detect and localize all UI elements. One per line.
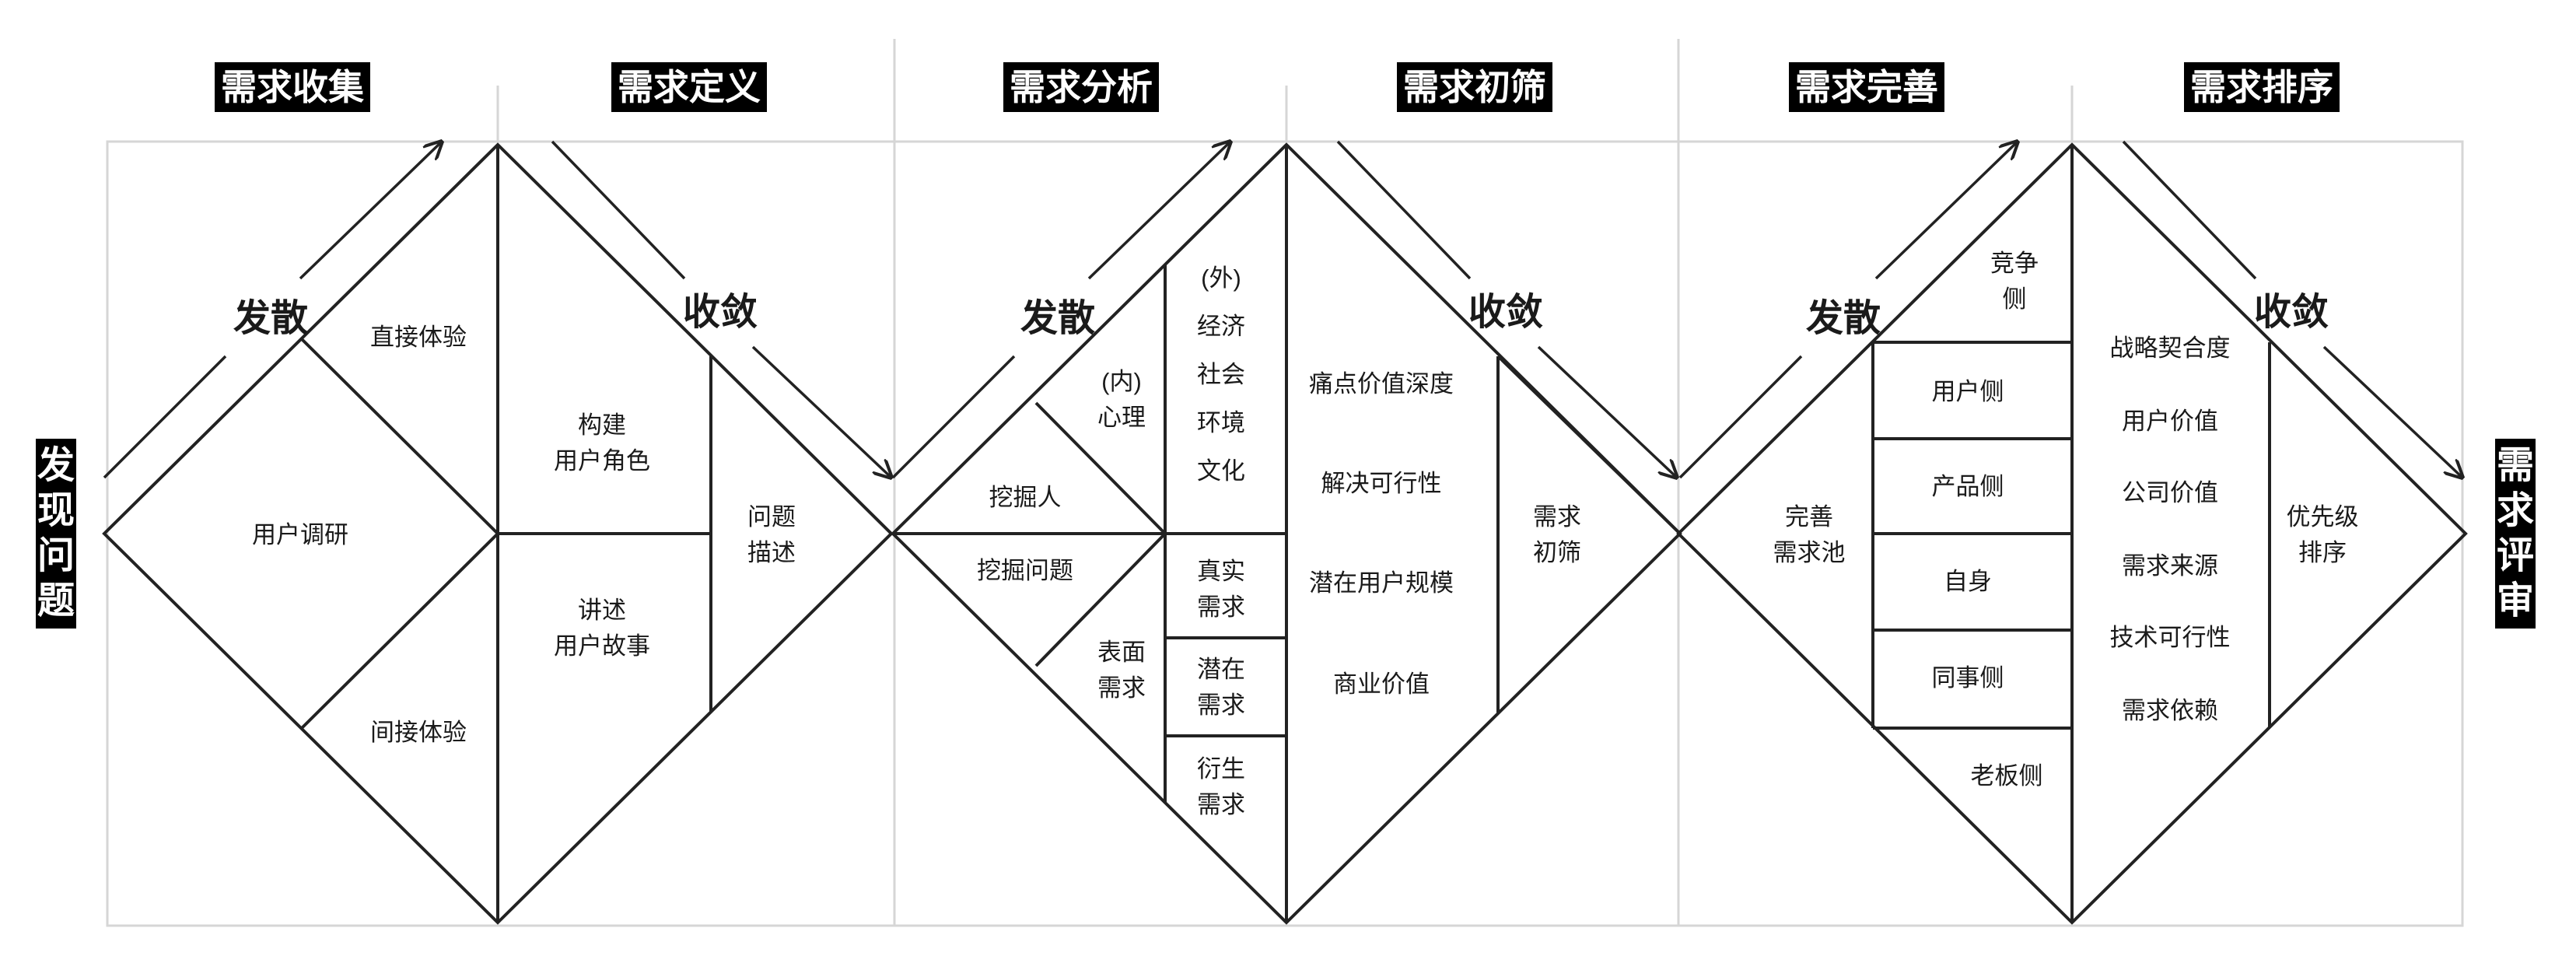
d3-priority-ranking: 优先级排序 (2286, 503, 2359, 566)
d1-indirect-experience: 间接体验 (370, 719, 467, 746)
diamond-1 (102, 142, 894, 925)
header-collect: 需求收集 (215, 62, 370, 112)
d3-criterion-tech-feasibility: 技术可行性 (2109, 624, 2231, 651)
d1-user-research: 用户调研 (252, 521, 348, 548)
d2-outer-factors: (外)经济社会环境文化 (1197, 264, 1245, 485)
d3-self-side: 自身 (1944, 568, 1992, 595)
d3-criterion-dependency: 需求依赖 (2122, 697, 2218, 724)
phase-diverge-1: 发散 (233, 298, 309, 339)
d2-real-need: 真实需求 (1197, 558, 1245, 621)
phase-converge-1: 收敛 (682, 292, 758, 333)
phase-converge-2: 收敛 (1468, 292, 1544, 333)
d2-initial-screening: 需求初筛 (1533, 503, 1581, 566)
header-screen: 需求初筛 (1397, 62, 1552, 112)
d3-user-side: 用户侧 (1931, 378, 2004, 405)
diamond-3 (1676, 142, 2468, 925)
d1-tell-story: 讲述用户故事 (554, 597, 650, 660)
header-analyze: 需求分析 (1003, 62, 1159, 112)
d2-surface-need: 表面需求 (1097, 639, 1146, 702)
d3-criterion-source: 需求来源 (2122, 552, 2218, 580)
d3-colleague-side: 同事侧 (1931, 664, 2004, 692)
d2-criterion-pain-depth: 痛点价值深度 (1309, 370, 1454, 397)
d1-build-persona: 构建用户角色 (554, 411, 650, 474)
d3-competitor-side: 竞争侧 (1990, 250, 2039, 313)
d3-criterion-user-value: 用户价值 (2122, 408, 2218, 435)
d2-criterion-business-value: 商业价值 (1333, 671, 1430, 698)
frame (106, 39, 2464, 927)
header-define: 需求定义 (611, 62, 767, 112)
phase-diverge-3: 发散 (1805, 298, 1881, 339)
d2-criterion-user-scale: 潜在用户规模 (1309, 569, 1454, 597)
header-refine: 需求完善 (1789, 62, 1944, 112)
d1-direct-experience: 直接体验 (370, 324, 467, 351)
d3-criterion-strategy: 战略契合度 (2109, 334, 2231, 362)
side-label-review: 需求评审 (2495, 439, 2536, 629)
d1-problem-description: 问题描述 (747, 503, 796, 566)
d2-derived-need: 衍生需求 (1197, 755, 1245, 818)
d3-boss-side: 老板侧 (1970, 762, 2043, 790)
d2-inner-psychology: (内)心理 (1097, 368, 1146, 431)
d2-dig-people: 挖掘人 (989, 484, 1062, 511)
d2-criterion-feasibility: 解决可行性 (1321, 470, 1442, 497)
d3-criterion-company-value: 公司价值 (2122, 479, 2218, 506)
header-rank: 需求排序 (2184, 62, 2340, 112)
d2-dig-problem: 挖掘问题 (977, 557, 1073, 584)
d3-product-side: 产品侧 (1931, 473, 2004, 500)
diamond-2 (891, 142, 1682, 925)
side-label-discover: 发现问题 (36, 439, 76, 629)
phase-diverge-2: 发散 (1020, 298, 1096, 339)
d3-refine-pool: 完善需求池 (1773, 503, 1846, 566)
phase-converge-3: 收敛 (2253, 292, 2329, 333)
d2-latent-need: 潜在需求 (1197, 656, 1245, 719)
phase-arrows (103, 142, 2462, 478)
